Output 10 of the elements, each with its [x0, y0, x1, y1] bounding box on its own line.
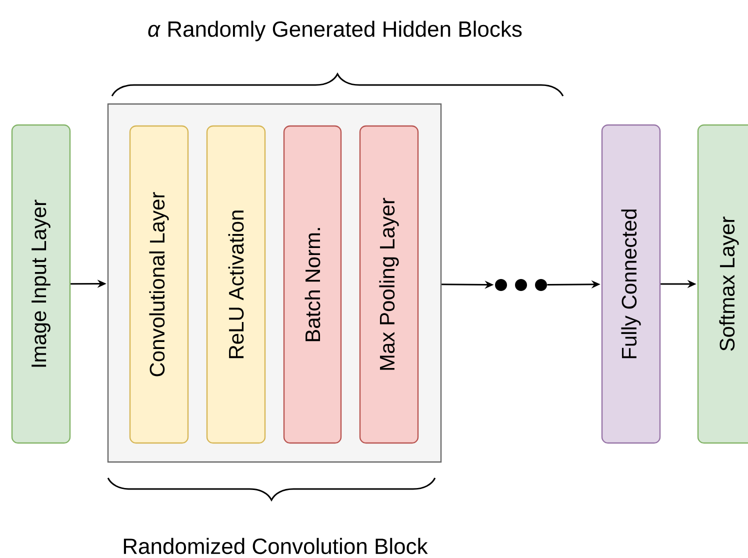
brace-label: α Randomly Generated Hidden Blocks: [148, 20, 522, 42]
layer-box: Fully Connected: [601, 124, 661, 444]
layer-box: Softmax Layer: [697, 124, 748, 444]
layer-box: ReLU Activation: [206, 125, 266, 444]
layer-box: Image Input Layer: [11, 124, 71, 444]
layer-box: Batch Norm.: [283, 125, 342, 444]
brace-label: Randomized Convolution Block: [124, 538, 428, 554]
layer-box: Max Pooling Layer: [359, 125, 419, 444]
ellipsis-dots: [495, 279, 547, 291]
layer-box: Convolutional Layer: [129, 125, 189, 444]
